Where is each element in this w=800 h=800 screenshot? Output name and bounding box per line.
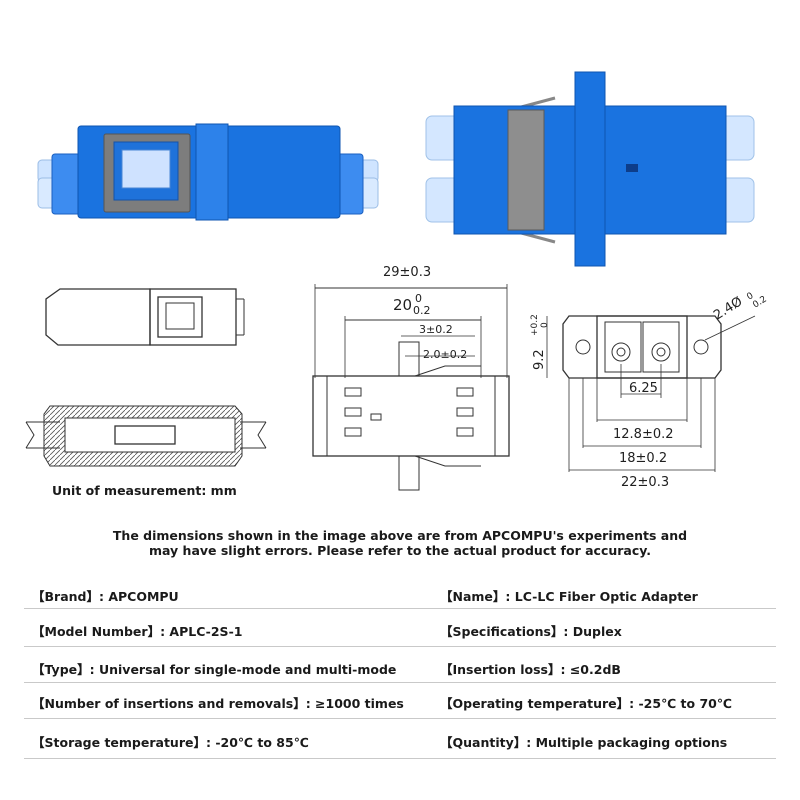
dim-body-length: 20 xyxy=(393,296,412,314)
spec-operating-temp: 【Operating temperature】: -25℃ to 70℃ xyxy=(440,696,732,711)
dim-body-tol-top: 0 xyxy=(415,292,422,305)
spec-type: 【Type】: Universal for single-mode and mu… xyxy=(32,662,397,677)
dim-height-tol-top: +0.2 xyxy=(530,314,540,336)
dim-flange-width: 22±0.3 xyxy=(621,475,669,490)
drawing-dimension-view: 29±0.3 20 0 0.2 3±0.2 2.0±0.2 xyxy=(312,265,510,491)
dim-hole-tol-bottom: 0.2 xyxy=(751,294,768,310)
disclaimer-line-2: may have slight errors. Please refer to … xyxy=(148,543,652,558)
spec-divider xyxy=(24,758,776,759)
dim-height-tol-bottom: 0 xyxy=(540,322,550,328)
adapter-photo-front xyxy=(37,123,379,221)
disclaimer-line-1: The dimensions shown in the image above … xyxy=(112,528,688,543)
spec-divider xyxy=(24,646,776,647)
dim-hole-tol-top: 0 xyxy=(745,291,755,303)
dim-body-tol-bottom: 0.2 xyxy=(413,304,431,317)
dim-hole-dia: 2.4Ø xyxy=(711,294,745,323)
dim-overall-length: 29±0.3 xyxy=(383,265,431,280)
dim-clip-gap: 2.0±0.2 xyxy=(423,348,467,361)
drawing-end-view: 9.2 +0.2 0 2.4Ø 0 0.2 6.25 12.8±0.2 18±0… xyxy=(530,291,769,490)
spec-name: 【Name】: LC-LC Fiber Optic Adapter xyxy=(440,589,698,604)
dim-ferrule-pitch: 6.25 xyxy=(629,381,658,396)
dim-clip-width: 3±0.2 xyxy=(419,323,453,336)
drawing-section-view xyxy=(25,405,267,467)
unit-note: Unit of measurement: mm xyxy=(52,483,237,498)
dim-body-width: 18±0.2 xyxy=(619,451,667,466)
spec-divider xyxy=(24,608,776,609)
spec-specifications: 【Specifications】: Duplex xyxy=(440,624,622,639)
spec-insertions: 【Number of insertions and removals】: ≥10… xyxy=(32,696,404,711)
spec-insertion-loss: 【Insertion loss】: ≤0.2dB xyxy=(440,662,621,677)
spec-divider xyxy=(24,718,776,719)
adapter-photo-side xyxy=(425,71,755,267)
spec-divider xyxy=(24,682,776,683)
dim-height: 9.2 xyxy=(532,349,547,370)
spec-quantity: 【Quantity】: Multiple packaging options xyxy=(440,735,728,750)
spec-brand: 【Brand】: APCOMPU xyxy=(32,589,179,604)
spec-model: 【Model Number】: APLC-2S-1 xyxy=(32,624,243,639)
spec-storage-temp: 【Storage temperature】: -20℃ to 85℃ xyxy=(32,735,309,750)
drawing-top-view xyxy=(45,288,245,346)
dim-window-width: 12.8±0.2 xyxy=(613,427,674,442)
